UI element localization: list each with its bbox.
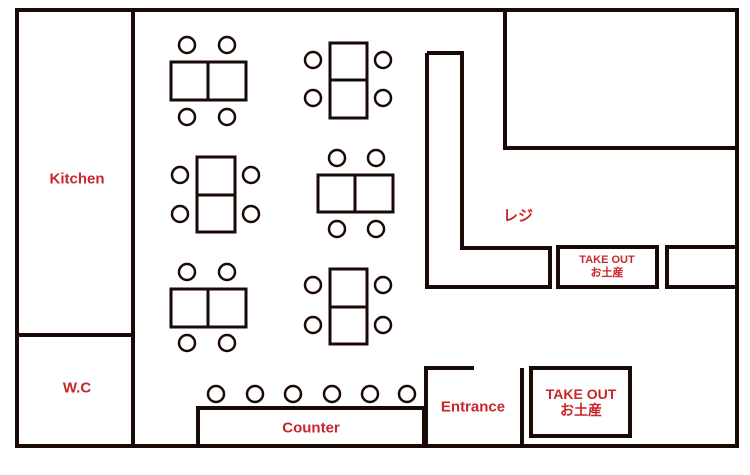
takeout-2-line2: お土産 — [559, 402, 602, 418]
counter-stools — [206, 384, 417, 404]
back-room-wall — [503, 10, 737, 150]
takeout-1-line2: お土産 — [590, 267, 624, 279]
table-group-1 — [169, 35, 248, 127]
takeout-label-2: TAKE OUT お土産 — [546, 386, 617, 418]
walls — [15, 8, 739, 448]
side-shelf — [665, 245, 737, 289]
register-counter — [425, 51, 552, 289]
table-group-4 — [316, 148, 395, 239]
entrance-label: Entrance — [440, 398, 506, 416]
takeout-2-line1: TAKE OUT — [545, 386, 617, 402]
table-group-3 — [170, 155, 261, 234]
table-group-5 — [169, 262, 248, 353]
counter-label: Counter — [282, 419, 340, 437]
takeout-label-1: TAKE OUT お土産 — [579, 254, 634, 280]
counter-bar — [196, 406, 426, 448]
table-group-6 — [303, 267, 393, 346]
kitchen-label: Kitchen — [49, 170, 105, 188]
register-label: レジ — [502, 207, 534, 225]
takeout-shelf-1 — [556, 245, 659, 289]
takeout-1-line1: TAKE OUT — [579, 254, 635, 266]
table-group-2 — [303, 41, 393, 120]
takeout-shelf-2 — [529, 366, 632, 438]
wc-label: W.C — [62, 379, 92, 397]
